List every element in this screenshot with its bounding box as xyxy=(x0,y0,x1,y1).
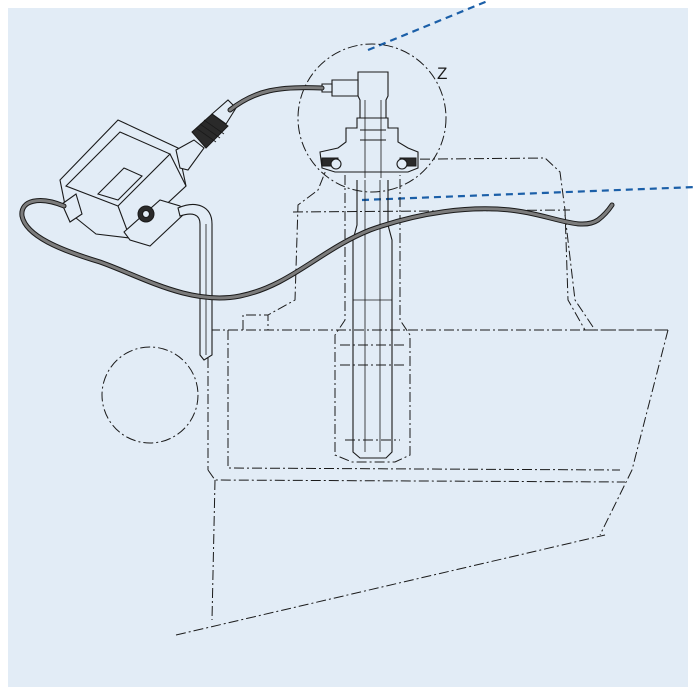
connector-assembly xyxy=(319,71,419,178)
detail-circle-z xyxy=(297,43,447,193)
sensor-hose xyxy=(227,85,325,113)
round-cover-outline xyxy=(101,346,199,444)
detail-callout-lines xyxy=(361,0,696,202)
flexible-cable xyxy=(19,198,615,301)
detail-label: Z xyxy=(437,64,447,83)
sensor-transmitter xyxy=(59,99,237,247)
mounting-rod xyxy=(177,204,213,361)
